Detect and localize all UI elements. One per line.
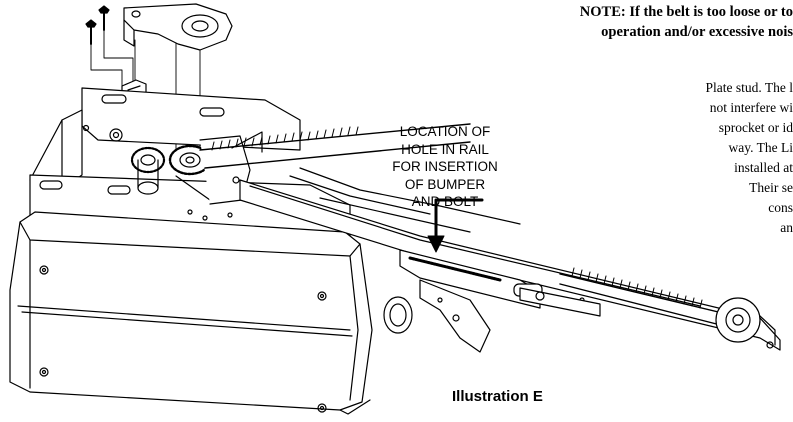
- callout-arrow: [427, 198, 484, 253]
- callout-line: FOR INSERTION: [392, 159, 498, 174]
- callout-line: OF BUMPER: [404, 176, 486, 192]
- rail: [239, 167, 781, 351]
- callout-label: LOCATION OF HOLE IN RAIL FOR INSERTION O…: [384, 123, 506, 211]
- callout-line: HOLE IN RAIL: [401, 141, 489, 157]
- side-line: an: [780, 220, 793, 235]
- side-line: not interfere wi: [709, 100, 793, 115]
- chassis-left-side: [29, 109, 123, 189]
- screw-icon: [85, 19, 97, 45]
- side-line: Their se: [749, 180, 793, 195]
- side-line: sprocket or id: [718, 120, 793, 135]
- callout-line: LOCATION OF: [399, 124, 491, 139]
- note-line: operation and/or excessive nois: [601, 24, 793, 40]
- bumper-knob: [383, 296, 413, 334]
- note-line: NOTE: If the belt is too loose or to: [579, 4, 793, 20]
- note-text: NOTE: If the belt is too loose or to ope…: [353, 2, 793, 42]
- illustration-caption: Illustration E: [452, 388, 543, 405]
- side-line: Plate stud. The l: [705, 80, 793, 95]
- top-bracket-plate: [123, 3, 233, 51]
- callout-line: AND BOLT: [411, 194, 479, 209]
- trolley-assembly: [399, 249, 543, 353]
- side-paragraph: Plate stud. The l not interfere wi sproc…: [633, 78, 793, 238]
- drive-gear: [130, 146, 166, 195]
- side-line: way. The Li: [728, 140, 793, 155]
- gear-bracket: [199, 131, 263, 205]
- idler-pulley: [715, 297, 776, 346]
- belt-upper: [199, 123, 471, 169]
- side-line: installed at: [734, 160, 793, 175]
- rail-connector-bar: [519, 287, 601, 317]
- side-line: cons: [768, 200, 793, 215]
- motor-cover: [9, 211, 373, 415]
- screw-icon: [98, 5, 110, 31]
